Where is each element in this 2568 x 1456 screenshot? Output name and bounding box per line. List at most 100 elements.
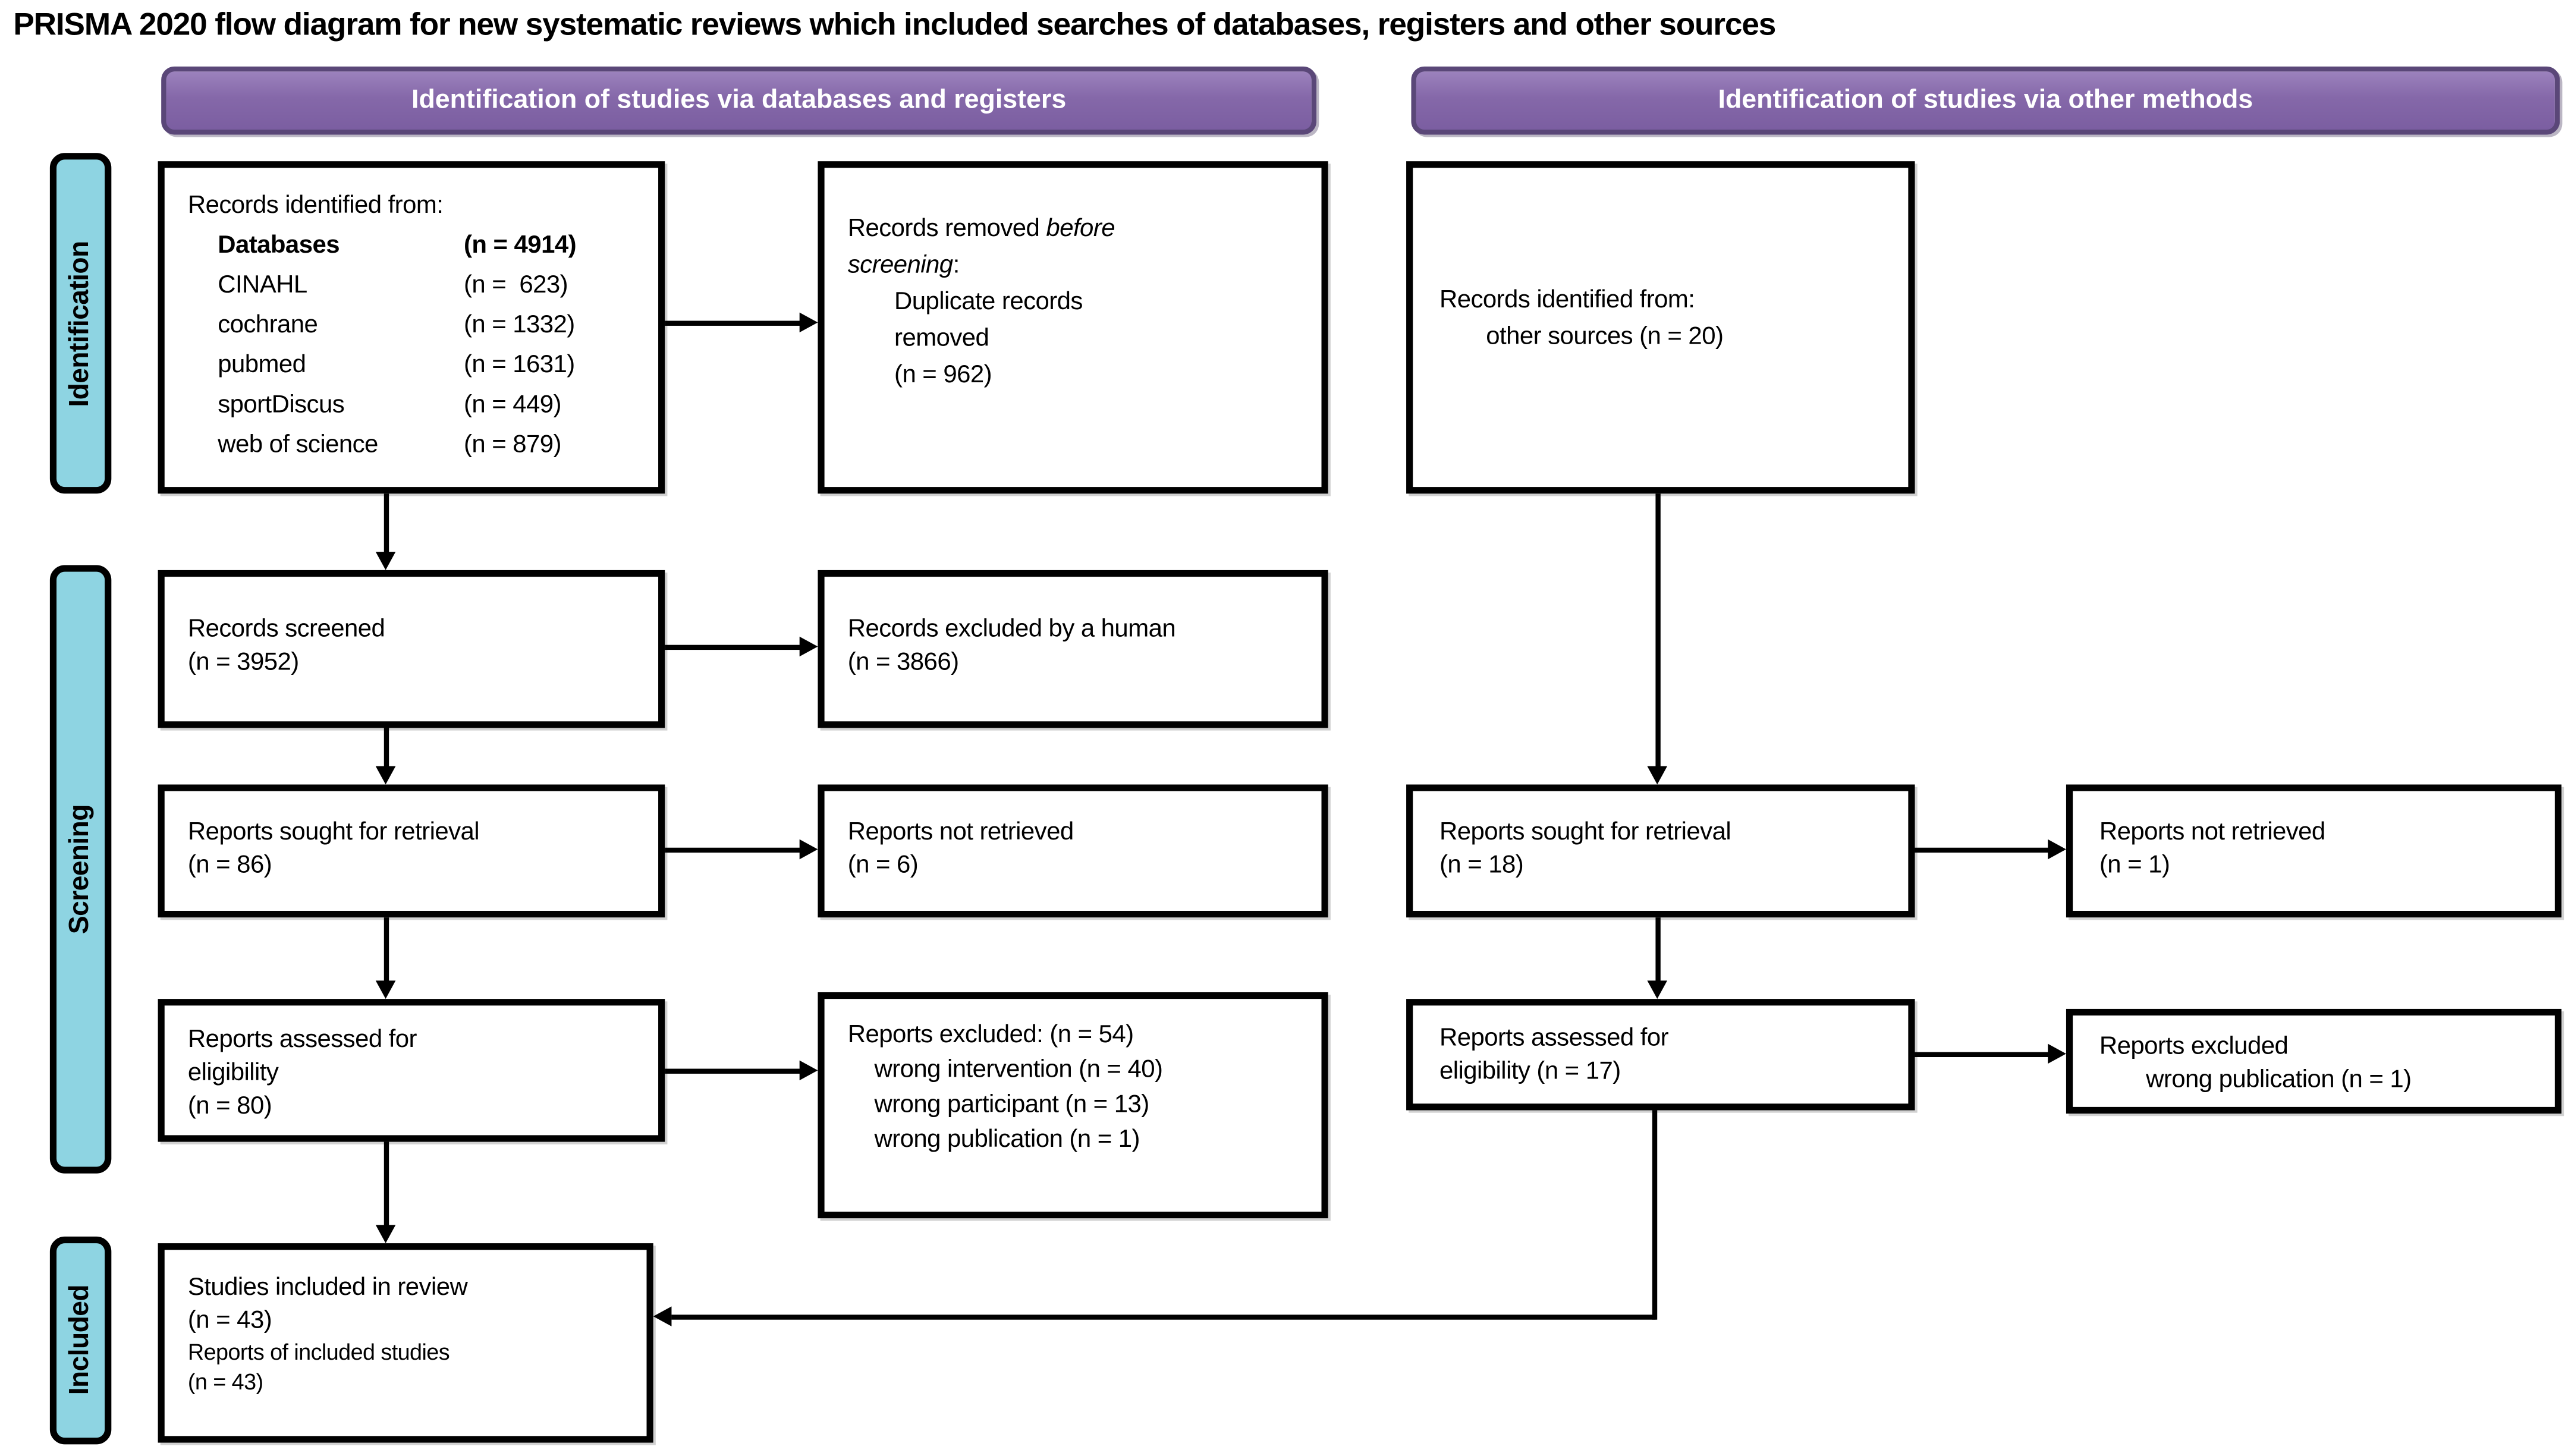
arrow-line-assessed-to-excluded-other [1915, 1052, 2051, 1056]
box-reports-assessed-db: Reports assessed for eligibility (n = 80… [158, 999, 665, 1142]
db-label: cochrane [218, 310, 318, 339]
reports-assessed-db-line3: (n = 80) [187, 1092, 272, 1121]
box-records-other-sources: Records identified from: other sources (… [1406, 161, 1915, 494]
arrow-line-assessed-to-excluded-db [665, 1068, 801, 1073]
records-removed-line2: screening: [848, 248, 1305, 285]
reports-sought-other-line2: (n = 18) [1439, 851, 1524, 879]
sidebar-identification: Identification [49, 153, 112, 494]
header-databases-registers: Identification of studies via databases … [161, 66, 1317, 135]
records-removed-line1: Records removed before [848, 211, 1305, 248]
arrow-head-elbow-to-included [653, 1306, 672, 1326]
reports-excluded-other-line2: wrong publication (n = 1) [2146, 1065, 2412, 1094]
records-other-line2: other sources (n = 20) [1486, 322, 1724, 351]
reports-assessed-other-line2: eligibility (n = 17) [1439, 1057, 1621, 1086]
box-reports-excluded-other: Reports excluded wrong publication (n = … [2066, 1008, 2562, 1114]
arrow-head-identified-to-removed [799, 312, 818, 333]
arrow-line-sought-to-assessed-db [384, 917, 389, 983]
arrow-head-sought-to-notretrieved-other [2048, 839, 2066, 860]
sidebar-included: Included [49, 1236, 112, 1445]
arrow-line-identified-to-screened [384, 493, 389, 554]
reports-excluded-db-item: wrong publication (n = 1) [874, 1125, 1140, 1154]
db-label: Databases [218, 231, 340, 260]
records-removed-item: removed [894, 324, 989, 353]
reports-not-retrieved-other-line2: (n = 1) [2099, 851, 2170, 879]
arrow-line-sought-to-notretrieved-other [1915, 847, 2051, 853]
sidebar-included-label: Included [65, 1285, 95, 1396]
sidebar-screening-label: Screening [65, 804, 95, 935]
reports-assessed-db-line2: eligibility [187, 1058, 279, 1087]
box-reports-sought-db: Reports sought for retrieval (n = 86) [158, 784, 665, 918]
records-removed-item: Duplicate records [894, 287, 1083, 316]
arrow-head-sought-to-assessed-other [1647, 980, 1667, 999]
db-row-webofscience: web of science (n = 879) [188, 426, 645, 466]
records-removed-normal: Records removed [847, 214, 1046, 243]
reports-excluded-db-item: wrong participant (n = 13) [874, 1090, 1149, 1119]
reports-sought-db-line1: Reports sought for retrieval [187, 817, 480, 846]
records-screened-line1: Records screened [187, 615, 385, 643]
records-excluded-line1: Records excluded by a human [847, 615, 1176, 643]
arrow-line-other-to-sought [1655, 493, 1660, 768]
sidebar-identification-label: Identification [65, 240, 95, 407]
arrow-head-assessed-to-excluded-other [2048, 1043, 2066, 1064]
arrow-line-sought-to-notretrieved-db [665, 847, 801, 853]
sidebar-screening: Screening [49, 565, 112, 1174]
db-value: (n = 879) [463, 430, 562, 459]
db-value: (n = 623) [463, 271, 568, 300]
arrow-head-sought-to-assessed-db [375, 980, 396, 999]
arrow-head-screened-to-sought [375, 766, 396, 785]
arrow-line-screened-to-sought [384, 728, 389, 768]
db-row-cochrane: cochrane (n = 1332) [188, 306, 645, 345]
reports-not-retrieved-other-line1: Reports not retrieved [2099, 817, 2325, 846]
db-row-cinahl: CINAHL (n = 623) [188, 266, 645, 306]
included-line2: (n = 43) [187, 1306, 272, 1335]
records-screened-line2: (n = 3952) [187, 648, 299, 677]
arrow-line-screened-to-excluded [665, 644, 801, 649]
reports-excluded-db-line1: Reports excluded: (n = 54) [847, 1020, 1134, 1049]
reports-assessed-db-line1: Reports assessed for [187, 1025, 417, 1054]
box-records-removed: Records removed before screening: Duplic… [818, 161, 1328, 494]
db-row-databases: Databases (n = 4914) [188, 226, 645, 266]
records-removed-colon: : [953, 251, 960, 279]
reports-excluded-other-line1: Reports excluded [2099, 1032, 2289, 1061]
header-other-methods: Identification of studies via other meth… [1411, 66, 2560, 135]
db-row-pubmed: pubmed (n = 1631) [188, 345, 645, 385]
included-line3: Reports of included studies [187, 1339, 450, 1365]
box-records-screened: Records screened (n = 3952) [158, 570, 665, 728]
arrow-head-other-to-sought [1647, 766, 1667, 785]
arrow-line-assessed-to-included [384, 1141, 389, 1227]
arrow-line-elbow-vertical [1652, 1110, 1657, 1320]
arrow-line-elbow-horizontal [671, 1315, 1656, 1319]
reports-not-retrieved-db-line1: Reports not retrieved [847, 817, 1074, 846]
records-identified-intro: Records identified from: [187, 191, 444, 220]
reports-excluded-db-item: wrong intervention (n = 40) [874, 1055, 1163, 1084]
reports-not-retrieved-db-line2: (n = 6) [847, 851, 919, 879]
arrow-head-assessed-to-included [375, 1225, 396, 1244]
arrow-line-identified-to-removed [665, 320, 801, 325]
reports-sought-db-line2: (n = 86) [187, 851, 272, 879]
arrow-line-sought-to-assessed-other [1655, 917, 1660, 983]
db-row-sportdiscus: sportDiscus (n = 449) [188, 386, 645, 426]
db-value: (n = 1631) [463, 350, 575, 379]
page-title: PRISMA 2020 flow diagram for new systema… [13, 8, 1776, 43]
arrow-head-identified-to-screened [375, 552, 396, 570]
arrow-head-sought-to-notretrieved-db [799, 839, 818, 860]
reports-assessed-other-line1: Reports assessed for [1439, 1024, 1669, 1052]
db-label: sportDiscus [218, 390, 345, 419]
included-line1: Studies included in review [187, 1273, 468, 1301]
box-reports-not-retrieved-other: Reports not retrieved (n = 1) [2066, 784, 2562, 918]
db-label: CINAHL [218, 271, 307, 300]
box-reports-assessed-other: Reports assessed for eligibility (n = 17… [1406, 999, 1915, 1111]
box-records-identified: Records identified from: Databases (n = … [158, 161, 665, 494]
included-line4: (n = 43) [187, 1369, 263, 1395]
box-records-excluded-human: Records excluded by a human (n = 3866) [818, 570, 1328, 728]
arrow-head-assessed-to-excluded-db [799, 1060, 818, 1081]
records-removed-item: (n = 962) [894, 360, 992, 389]
records-removed-italic: before [1046, 214, 1115, 243]
box-reports-sought-other: Reports sought for retrieval (n = 18) [1406, 784, 1915, 918]
records-other-line1: Records identified from: [1439, 285, 1695, 315]
box-reports-excluded-db: Reports excluded: (n = 54) wrong interve… [818, 992, 1328, 1219]
records-excluded-line2: (n = 3866) [847, 648, 959, 677]
db-label: web of science [218, 430, 378, 459]
